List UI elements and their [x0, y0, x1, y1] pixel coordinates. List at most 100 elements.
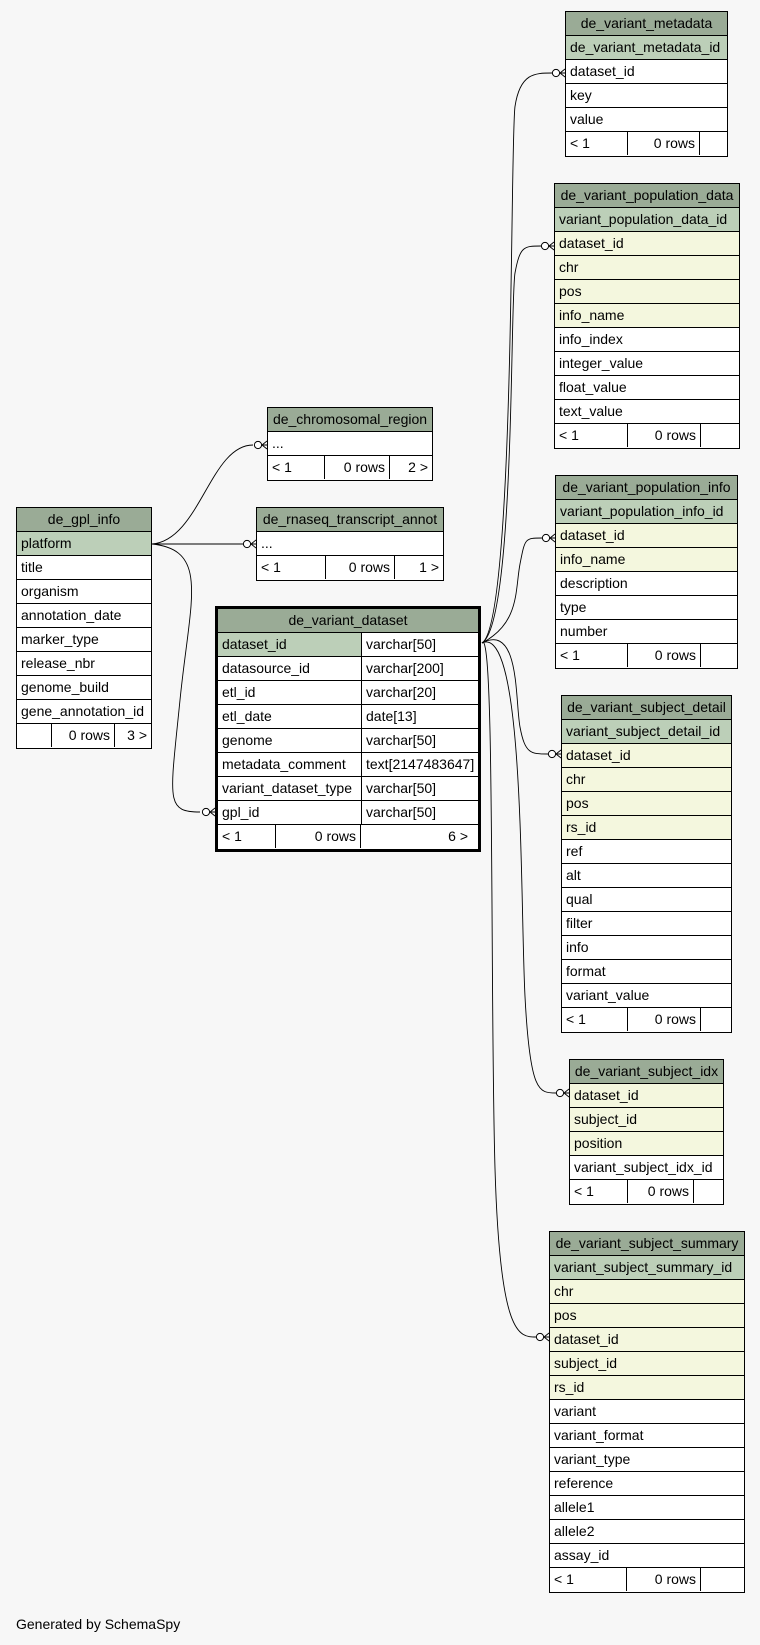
column-row-assay-id[interactable]: assay_id: [550, 1544, 744, 1568]
column-row-value[interactable]: value: [566, 108, 727, 132]
table-de-variant-subject-detail[interactable]: de_variant_subject_detail variant_subject…: [561, 695, 732, 1033]
table-header[interactable]: de_variant_metadata: [566, 12, 727, 36]
column-row-release-nbr[interactable]: release_nbr: [17, 652, 151, 676]
column-row-chr[interactable]: chr: [550, 1280, 744, 1304]
table-header[interactable]: de_chromosomal_region: [268, 408, 432, 432]
column-row-platform[interactable]: platform: [17, 532, 151, 556]
table-header[interactable]: de_variant_subject_detail: [562, 696, 731, 720]
column-name: dataset_id: [218, 633, 361, 656]
column-row-variant-value[interactable]: variant_value: [562, 984, 731, 1008]
column-row-pos[interactable]: pos: [562, 792, 731, 816]
table-header[interactable]: de_variant_population_data: [555, 184, 739, 208]
column-row-dataset-id[interactable]: dataset_id: [555, 232, 739, 256]
column-row-subject-id[interactable]: subject_id: [570, 1108, 723, 1132]
column-row-ref[interactable]: ref: [562, 840, 731, 864]
table-header[interactable]: de_gpl_info: [17, 508, 151, 532]
column-row-allele1[interactable]: allele1: [550, 1496, 744, 1520]
column-row-title[interactable]: title: [17, 556, 151, 580]
column-row-variant[interactable]: variant: [550, 1400, 744, 1424]
table-name: de_variant_subject_detail: [567, 699, 726, 715]
column-row-rs-id[interactable]: rs_id: [550, 1376, 744, 1400]
column-row-info-name[interactable]: info_name: [556, 548, 737, 572]
column-row-variant-format[interactable]: variant_format: [550, 1424, 744, 1448]
column-row-type[interactable]: type: [556, 596, 737, 620]
column-row-de-variant-metadata-id[interactable]: de_variant_metadata_id: [566, 36, 727, 60]
column-row-organism[interactable]: organism: [17, 580, 151, 604]
column-row-float-value[interactable]: float_value: [555, 376, 739, 400]
column-row-variant-subject-idx-id[interactable]: variant_subject_idx_id: [570, 1156, 723, 1180]
table-header[interactable]: de_variant_subject_summary: [550, 1232, 744, 1256]
column-row-more[interactable]: ...: [257, 532, 443, 556]
column-row-gene-annotation-id[interactable]: gene_annotation_id: [17, 700, 151, 724]
column-row-variant-population-data-id[interactable]: variant_population_data_id: [555, 208, 739, 232]
column-row-dataset-id[interactable]: dataset_id: [556, 524, 737, 548]
column-row-dataset-id[interactable]: dataset_id: [566, 60, 727, 84]
table-header[interactable]: de_variant_population_info: [556, 476, 737, 500]
column-row-qual[interactable]: qual: [562, 888, 731, 912]
column-row-dataset-id[interactable]: dataset_id: [562, 744, 731, 768]
column-row-info[interactable]: info: [562, 936, 731, 960]
table-header[interactable]: de_variant_dataset: [218, 609, 478, 633]
column-row-key[interactable]: key: [566, 84, 727, 108]
column-row-dataset-id[interactable]: dataset_id: [570, 1084, 723, 1108]
column-row-description[interactable]: description: [556, 572, 737, 596]
column-row-alt[interactable]: alt: [562, 864, 731, 888]
column-row-variant-subject-detail-id[interactable]: variant_subject_detail_id: [562, 720, 731, 744]
row-count: 0 rows: [326, 556, 395, 579]
column-row-reference[interactable]: reference: [550, 1472, 744, 1496]
column-row-pos[interactable]: pos: [555, 280, 739, 304]
column-row-dataset-id[interactable]: dataset_id: [550, 1328, 744, 1352]
table-header[interactable]: de_variant_subject_idx: [570, 1060, 723, 1084]
column-row-info-name[interactable]: info_name: [555, 304, 739, 328]
column-name: filter: [566, 915, 593, 931]
column-row-chr[interactable]: chr: [562, 768, 731, 792]
column-row-allele2[interactable]: allele2: [550, 1520, 744, 1544]
column-row-info-index[interactable]: info_index: [555, 328, 739, 352]
column-row-pos[interactable]: pos: [550, 1304, 744, 1328]
column-row-text-value[interactable]: text_value: [555, 400, 739, 424]
column-row-rs-id[interactable]: rs_id: [562, 816, 731, 840]
column-row-genome-build[interactable]: genome_build: [17, 676, 151, 700]
table-header[interactable]: de_rnaseq_transcript_annot: [257, 508, 443, 532]
column-row-filter[interactable]: filter: [562, 912, 731, 936]
column-row-integer-value[interactable]: integer_value: [555, 352, 739, 376]
column-row-variant-population-info-id[interactable]: variant_population_info_id: [556, 500, 737, 524]
column-row-variant-subject-summary-id[interactable]: variant_subject_summary_id: [550, 1256, 744, 1280]
column-row-subject-id[interactable]: subject_id: [550, 1352, 744, 1376]
column-row-number[interactable]: number: [556, 620, 737, 644]
column-row-annotation-date[interactable]: annotation_date: [17, 604, 151, 628]
column-row-chr[interactable]: chr: [555, 256, 739, 280]
column-row-format[interactable]: format: [562, 960, 731, 984]
column-row-variant-type[interactable]: variant_type: [550, 1448, 744, 1472]
column-row-more[interactable]: ...: [268, 432, 432, 456]
column-row-position[interactable]: position: [570, 1132, 723, 1156]
column-row-marker-type[interactable]: marker_type: [17, 628, 151, 652]
